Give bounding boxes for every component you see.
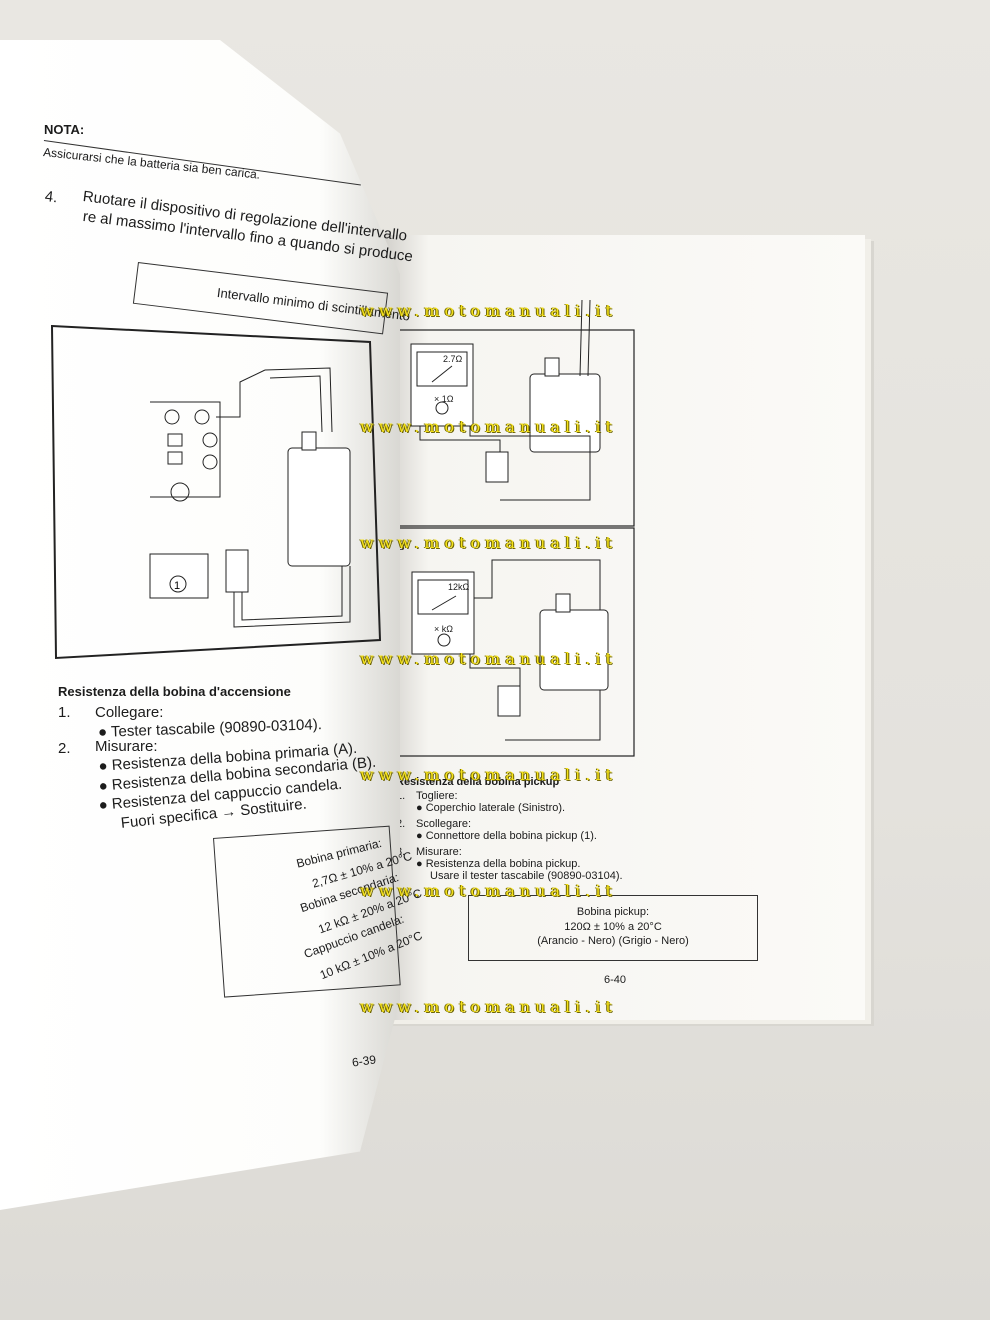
left-spec-box: Bobina primaria: 2,7Ω ± 10% a 20°C Bobin… (213, 825, 424, 998)
right-spec-line: (Arancio - Nero) (Grigio - Nero) (537, 935, 689, 947)
meter-a-range: × 1Ω (434, 394, 454, 404)
plug-cap-icon (225, 549, 249, 593)
panel-a-wires (419, 426, 591, 501)
right-spec-line: 120Ω ± 10% a 20°C (564, 921, 662, 933)
meter-a-knob-icon (435, 401, 449, 415)
meter-b-needle (431, 595, 457, 611)
coil-a-tab-icon (544, 357, 560, 377)
meter-a-needle (431, 365, 453, 383)
coil-b-icon (539, 609, 609, 691)
right-step-num: 3. (396, 846, 406, 858)
coil-a-wire-icon (579, 299, 591, 377)
watermark: www.motomanuali.it (360, 533, 617, 552)
coil-tab-icon (301, 431, 317, 451)
right-page-number: 6-40 (604, 974, 627, 986)
meter-b-icon (411, 571, 475, 655)
step4-number: 4. (43, 188, 59, 207)
switch-down-icon (167, 433, 183, 447)
left-section-title: Resistenza della bobina d'accensione (58, 684, 291, 699)
watermark: www.motomanuali.it (360, 997, 617, 1016)
minus-terminal-icon (164, 409, 180, 425)
meter-a-value: 2.7Ω (443, 354, 463, 364)
right-spec-line: Bobina pickup: (576, 906, 650, 918)
adjust-dial-icon (170, 482, 190, 502)
left-step-label: Collegare: (95, 704, 164, 721)
right-step-label: Togliere: (416, 790, 458, 802)
watermark: www.motomanuali.it (360, 301, 617, 320)
panel-b-label: B (398, 542, 405, 553)
ignition-diagram: 1 (50, 324, 382, 660)
diagram-frame (50, 324, 382, 660)
right-section-title: Resistenza della bobina pickup (396, 776, 560, 788)
ignition-coil-icon (287, 447, 351, 567)
minus-terminal-icon (202, 454, 218, 470)
connector-b-icon (497, 685, 521, 717)
watermark: www.motomanuali.it (360, 881, 617, 900)
battery-label-circle (169, 575, 187, 593)
left-page (0, 40, 400, 1210)
coil-a-icon (529, 373, 601, 453)
battery-label: 1 (174, 580, 180, 592)
meter-a-icon (410, 343, 474, 427)
plus-terminal-icon (202, 432, 218, 448)
right-step-label: ● Resistenza della bobina pickup. (416, 858, 581, 870)
watermark: www.motomanuali.it (360, 765, 617, 784)
watermark: www.motomanuali.it (360, 649, 617, 668)
right-step-label: ● Coperchio laterale (Sinistro). (416, 802, 566, 814)
meter-b-dial (417, 579, 469, 615)
coil-b-tab-icon (555, 593, 571, 613)
right-step-num: 1. (396, 790, 406, 802)
watermark: www.motomanuali.it (360, 417, 617, 436)
right-step-label: Usare il tester tascabile (90890-03104). (430, 870, 623, 882)
meter-a-dial (416, 351, 468, 387)
right-step-label: Scollegare: (416, 818, 472, 830)
diagram-wires (216, 367, 351, 628)
meter-b-knob-icon (437, 633, 451, 647)
plus-terminal-icon (194, 409, 210, 425)
panel-b-wires (469, 559, 601, 741)
left-step-num: 1. (58, 704, 71, 721)
meter-b-value: 12kΩ (448, 582, 470, 592)
right-spec-box: Bobina pickup: 120Ω ± 10% a 20°C (Aranci… (468, 895, 758, 961)
switch-up-icon (167, 451, 183, 465)
connector-a-icon (485, 451, 509, 483)
tester-body (150, 401, 221, 498)
left-step-num: 2. (58, 740, 71, 757)
right-step-label: ● Connettore della bobina pickup (1). (416, 830, 597, 842)
nota-label: NOTA: (44, 122, 85, 137)
right-step-label: Misurare: (416, 846, 462, 858)
left-step-label: Misurare: (95, 738, 158, 755)
meter-b-range: × kΩ (434, 624, 453, 634)
right-step-num: 2. (396, 818, 406, 830)
